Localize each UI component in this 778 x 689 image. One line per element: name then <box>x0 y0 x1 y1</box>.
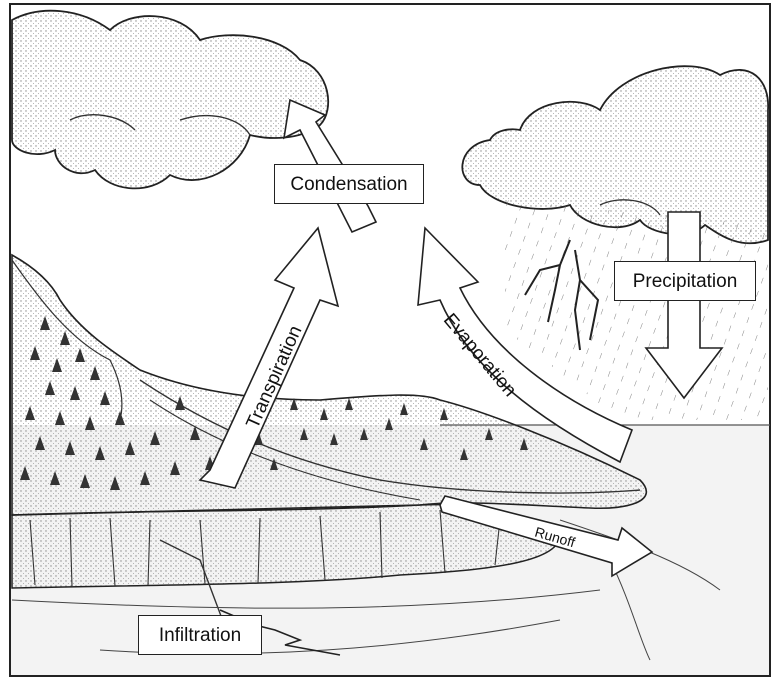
precipitation-arrow <box>644 211 724 400</box>
evaporation-arrow <box>417 226 634 464</box>
soil-layer <box>11 503 721 661</box>
infiltration-label: Infiltration <box>138 615 262 655</box>
condensation-label: Condensation <box>274 164 424 204</box>
precipitation-label: Precipitation <box>614 261 756 301</box>
forest-hillside <box>11 253 648 516</box>
transpiration-arrow <box>198 226 340 489</box>
runoff-arrow <box>439 495 654 578</box>
